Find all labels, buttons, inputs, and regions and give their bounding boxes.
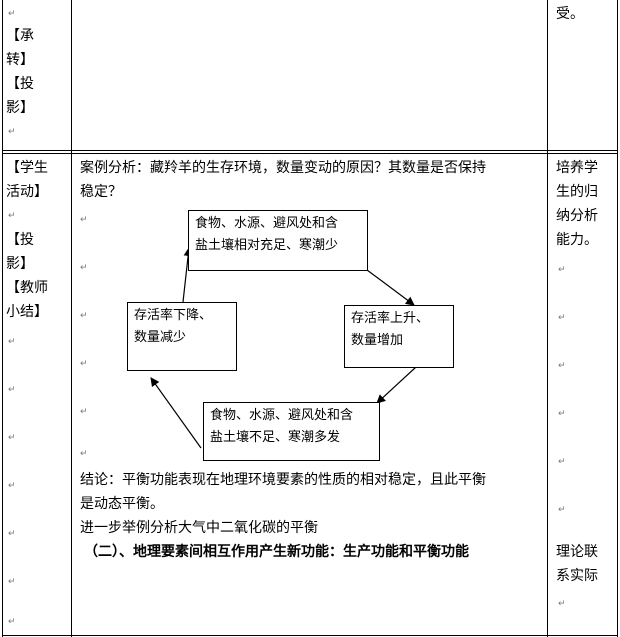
case-analysis-line-2: 稳定？ <box>80 184 122 200</box>
table-border-bottom <box>2 635 618 636</box>
diagram-box-population-increase: 存活率上升、 数量增加 <box>344 305 454 368</box>
paragraph-mark: ↵ <box>8 617 16 627</box>
conclusion-line-1: 结论：平衡功能表现在地理环境要素的性质的相对稳定，且此平衡 <box>80 472 486 488</box>
row-divider-double <box>2 153 618 154</box>
paragraph-mark: ↵ <box>8 577 16 587</box>
paragraph-mark: ↵ <box>80 263 88 273</box>
paragraph-mark: ↵ <box>8 433 16 443</box>
label-projection-1: 【投 <box>6 232 34 248</box>
goal-line-1: 培养学 <box>556 160 598 176</box>
table-border-left <box>2 0 3 637</box>
paragraph-mark: ↵ <box>80 449 88 459</box>
label-chengzhuan-1: 【承 <box>6 28 34 44</box>
arrow-right-to-bottom <box>376 366 417 404</box>
paragraph-mark: ↵ <box>8 211 16 221</box>
paragraph-mark: ↵ <box>558 409 566 419</box>
further-analysis-line: 进一步举例分析大气中二氧化碳的平衡 <box>80 520 318 536</box>
goal-line-3: 纳分析 <box>556 208 598 224</box>
paragraph-mark: ↵ <box>8 481 16 491</box>
paragraph-mark: ↵ <box>80 215 88 225</box>
diagram-text: 盐土壤相对充足、寒潮少 <box>195 238 339 253</box>
paragraph-mark: ↵ <box>8 337 16 347</box>
arrow-top-to-right <box>366 269 415 306</box>
diagram-text: 存活率上升、 <box>351 311 430 326</box>
paragraph-mark: ↵ <box>558 265 566 275</box>
upper-right-text: 受。 <box>556 6 584 22</box>
goal-line-4: 能力。 <box>556 232 598 248</box>
case-analysis-line-1: 案例分析：藏羚羊的生存环境，数量变动的原因？其数量是否保持 <box>80 160 486 176</box>
paragraph-mark: ↵ <box>558 361 566 371</box>
paragraph-mark: ↵ <box>558 457 566 467</box>
arrow-bottom-to-left <box>150 377 202 449</box>
table-column-divider-1 <box>71 0 72 637</box>
paragraph-mark: ↵ <box>80 311 88 321</box>
label-student-activity-2: 活动】 <box>6 184 48 200</box>
diagram-text: 存活率下降、 <box>134 308 213 323</box>
diagram-box-sufficient-resources: 食物、水源、避风处和含 盐土壤相对充足、寒潮少 <box>188 210 368 271</box>
label-teacher-summary-1: 【教师 <box>6 280 48 296</box>
row-divider <box>2 150 618 151</box>
diagram-box-insufficient-resources: 食物、水源、避风处和含 盐土壤不足、寒潮多发 <box>203 402 380 461</box>
paragraph-mark: ↵ <box>8 385 16 395</box>
label-touying-1: 【投 <box>6 76 34 92</box>
label-chengzhuan-2: 转】 <box>6 52 34 68</box>
theory-line-1: 理论联 <box>556 544 598 560</box>
label-touying-2: 影】 <box>6 100 34 116</box>
diagram-text: 食物、水源、避风处和含 <box>210 408 354 423</box>
diagram-text: 盐土壤不足、寒潮多发 <box>210 430 341 445</box>
label-projection-2: 影】 <box>6 256 34 272</box>
diagram-text: 数量增加 <box>351 333 404 348</box>
theory-line-2: 系实际 <box>556 568 598 584</box>
table-border-right <box>617 0 618 637</box>
paragraph-mark: ↵ <box>558 313 566 323</box>
paragraph-mark: ↵ <box>8 9 16 19</box>
paragraph-mark: ↵ <box>80 359 88 369</box>
paragraph-mark: ↵ <box>8 127 16 137</box>
conclusion-line-2: 是动态平衡。 <box>80 496 164 512</box>
goal-line-2: 生的归 <box>556 184 598 200</box>
paragraph-mark: ↵ <box>558 599 566 609</box>
diagram-text: 食物、水源、避风处和含 <box>195 216 339 231</box>
diagram-text: 数量减少 <box>134 330 187 345</box>
diagram-box-population-decrease: 存活率下降、 数量减少 <box>127 302 237 371</box>
paragraph-mark: ↵ <box>8 529 16 539</box>
section-heading: （二）、地理要素间相互作用产生新功能：生产功能和平衡功能 <box>84 544 469 560</box>
label-student-activity-1: 【学生 <box>6 160 48 176</box>
paragraph-mark: ↵ <box>80 407 88 417</box>
paragraph-mark: ↵ <box>558 505 566 515</box>
label-teacher-summary-2: 小结】 <box>6 304 48 320</box>
table-column-divider-2 <box>547 0 548 637</box>
